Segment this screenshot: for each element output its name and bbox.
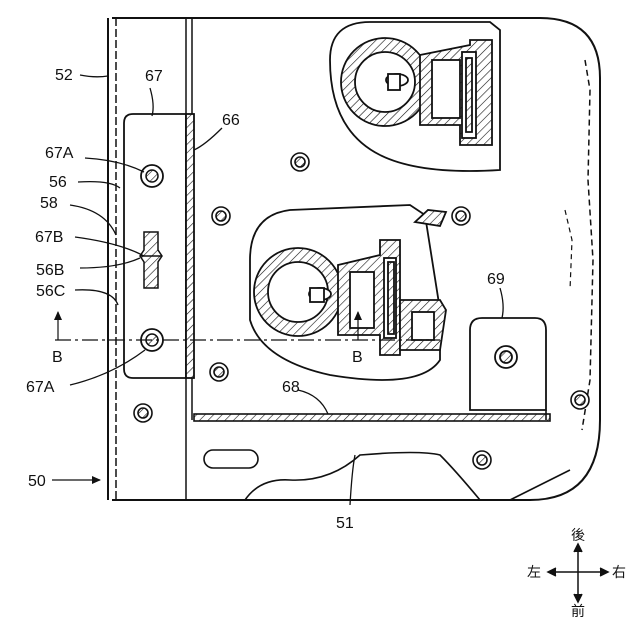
label-67: 67 bbox=[145, 68, 163, 85]
label-b-left: B bbox=[52, 349, 63, 366]
label-52: 52 bbox=[55, 67, 73, 84]
label-69: 69 bbox=[487, 271, 505, 288]
connector-lower bbox=[250, 205, 446, 380]
label-68: 68 bbox=[282, 379, 300, 396]
label-67a-bottom: 67A bbox=[26, 379, 55, 396]
label-50: 50 bbox=[28, 473, 46, 490]
label-56b: 56B bbox=[36, 262, 64, 279]
label-67b: 67B bbox=[35, 229, 63, 246]
label-56c: 56C bbox=[36, 283, 65, 300]
compass-rear: 後 bbox=[571, 528, 585, 544]
rib-68 bbox=[194, 410, 550, 421]
compass-labels: 後 前 左 右 bbox=[527, 528, 626, 620]
screw bbox=[571, 391, 589, 409]
part-69 bbox=[470, 318, 546, 410]
compass-cross-icon bbox=[548, 544, 608, 602]
compass-left: 左 bbox=[527, 565, 541, 581]
label-b-mid: B bbox=[352, 349, 363, 366]
compass-right: 右 bbox=[612, 565, 626, 581]
label-56: 56 bbox=[49, 174, 67, 191]
label-58: 58 bbox=[40, 195, 58, 212]
screw bbox=[473, 451, 491, 469]
screw bbox=[452, 207, 470, 225]
screw bbox=[212, 207, 230, 225]
label-66: 66 bbox=[222, 112, 240, 129]
label-67a-top: 67A bbox=[45, 145, 74, 162]
lower-features bbox=[204, 450, 570, 500]
clip-67b bbox=[140, 232, 162, 288]
connector-upper bbox=[330, 22, 500, 171]
screw bbox=[291, 153, 309, 171]
screw bbox=[134, 404, 152, 422]
label-51: 51 bbox=[336, 515, 354, 532]
bolt-67a-top bbox=[141, 165, 163, 187]
screw bbox=[210, 363, 228, 381]
compass-front: 前 bbox=[571, 603, 585, 620]
